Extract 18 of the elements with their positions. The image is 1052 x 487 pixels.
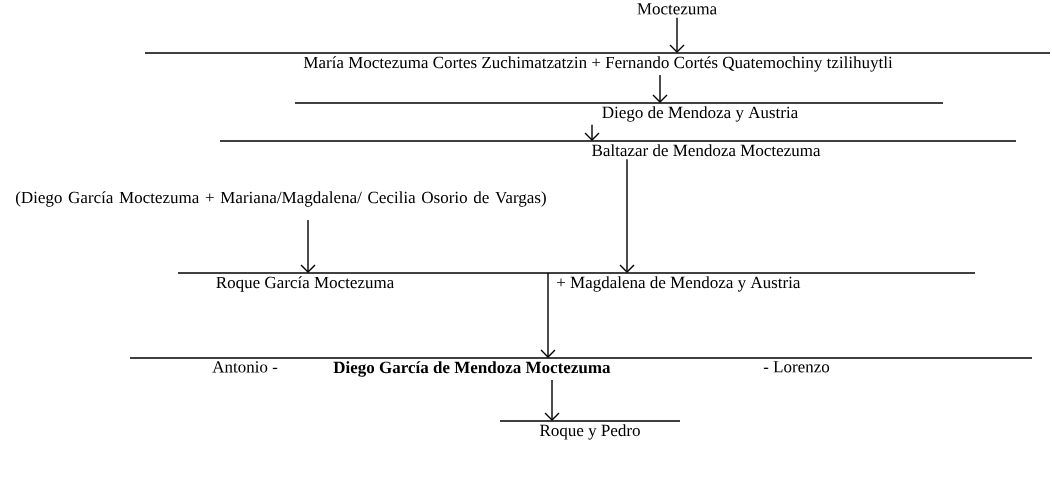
arrow bbox=[300, 219, 316, 273]
name-label: Diego García de Mendoza Moctezuma bbox=[333, 361, 611, 377]
name-label: (Diego García Moctezuma + Mariana/Magdalena/ Cecilia Osorio de Vargas) bbox=[15, 191, 546, 207]
arrow bbox=[584, 124, 600, 141]
arrow bbox=[544, 379, 560, 421]
name-label: Baltazar de Mendoza Moctezuma bbox=[592, 144, 821, 157]
arrow bbox=[540, 272, 556, 358]
name-label: Moctezuma bbox=[637, 3, 717, 15]
name-label: Roque García Moctezuma bbox=[216, 276, 394, 292]
name-label: Roque y Pedro bbox=[539, 424, 640, 440]
name-label: - Lorenzo bbox=[763, 361, 830, 373]
arrow bbox=[669, 17, 685, 53]
name-label: Diego de Mendoza y Austria bbox=[602, 106, 798, 122]
name-label: + Magdalena de Mendoza y Austria bbox=[557, 276, 801, 292]
arrow bbox=[652, 74, 668, 103]
arrow bbox=[619, 158, 635, 273]
name-label: María Moctezuma Cortes Zuchimatzatzin + Fernando Cortés Quatemochiny tzilihuytli bbox=[303, 56, 893, 72]
name-label: Antonio - bbox=[212, 361, 278, 373]
